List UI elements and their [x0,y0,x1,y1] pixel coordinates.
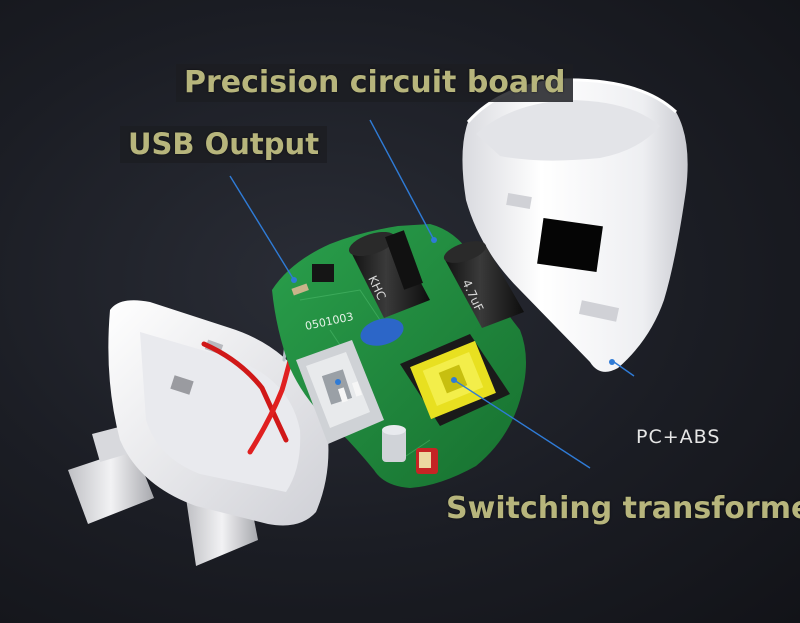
pointer-dot-usb [291,277,297,283]
circuit-board: KHC 4.7uF 0501003 [272,224,526,488]
pointer-usb [229,175,295,281]
pointer-housing [613,361,635,377]
label-housing-material: PC+ABS [636,426,721,448]
plug-base [68,300,329,566]
label-switching-transformer: Switching transformer [446,491,800,526]
usb-port [296,340,384,444]
small-capacitor [382,425,406,462]
pointer-dot-housing [609,359,615,365]
label-usb-output: USB Output [120,126,328,163]
pointer-dots [291,237,615,385]
label-precision-circuit-board: Precision circuit board [176,64,574,102]
pointer-transformer [453,379,591,469]
capacitor-left: KHC [348,231,430,318]
pointer-dot-usb-port [335,379,341,385]
white-housing [462,78,688,372]
switching-transformer [400,334,510,426]
pointer-dot-board [431,237,437,243]
pointer-board [369,119,435,241]
pointer-lines [229,119,635,469]
pointer-dot-transformer [451,377,457,383]
